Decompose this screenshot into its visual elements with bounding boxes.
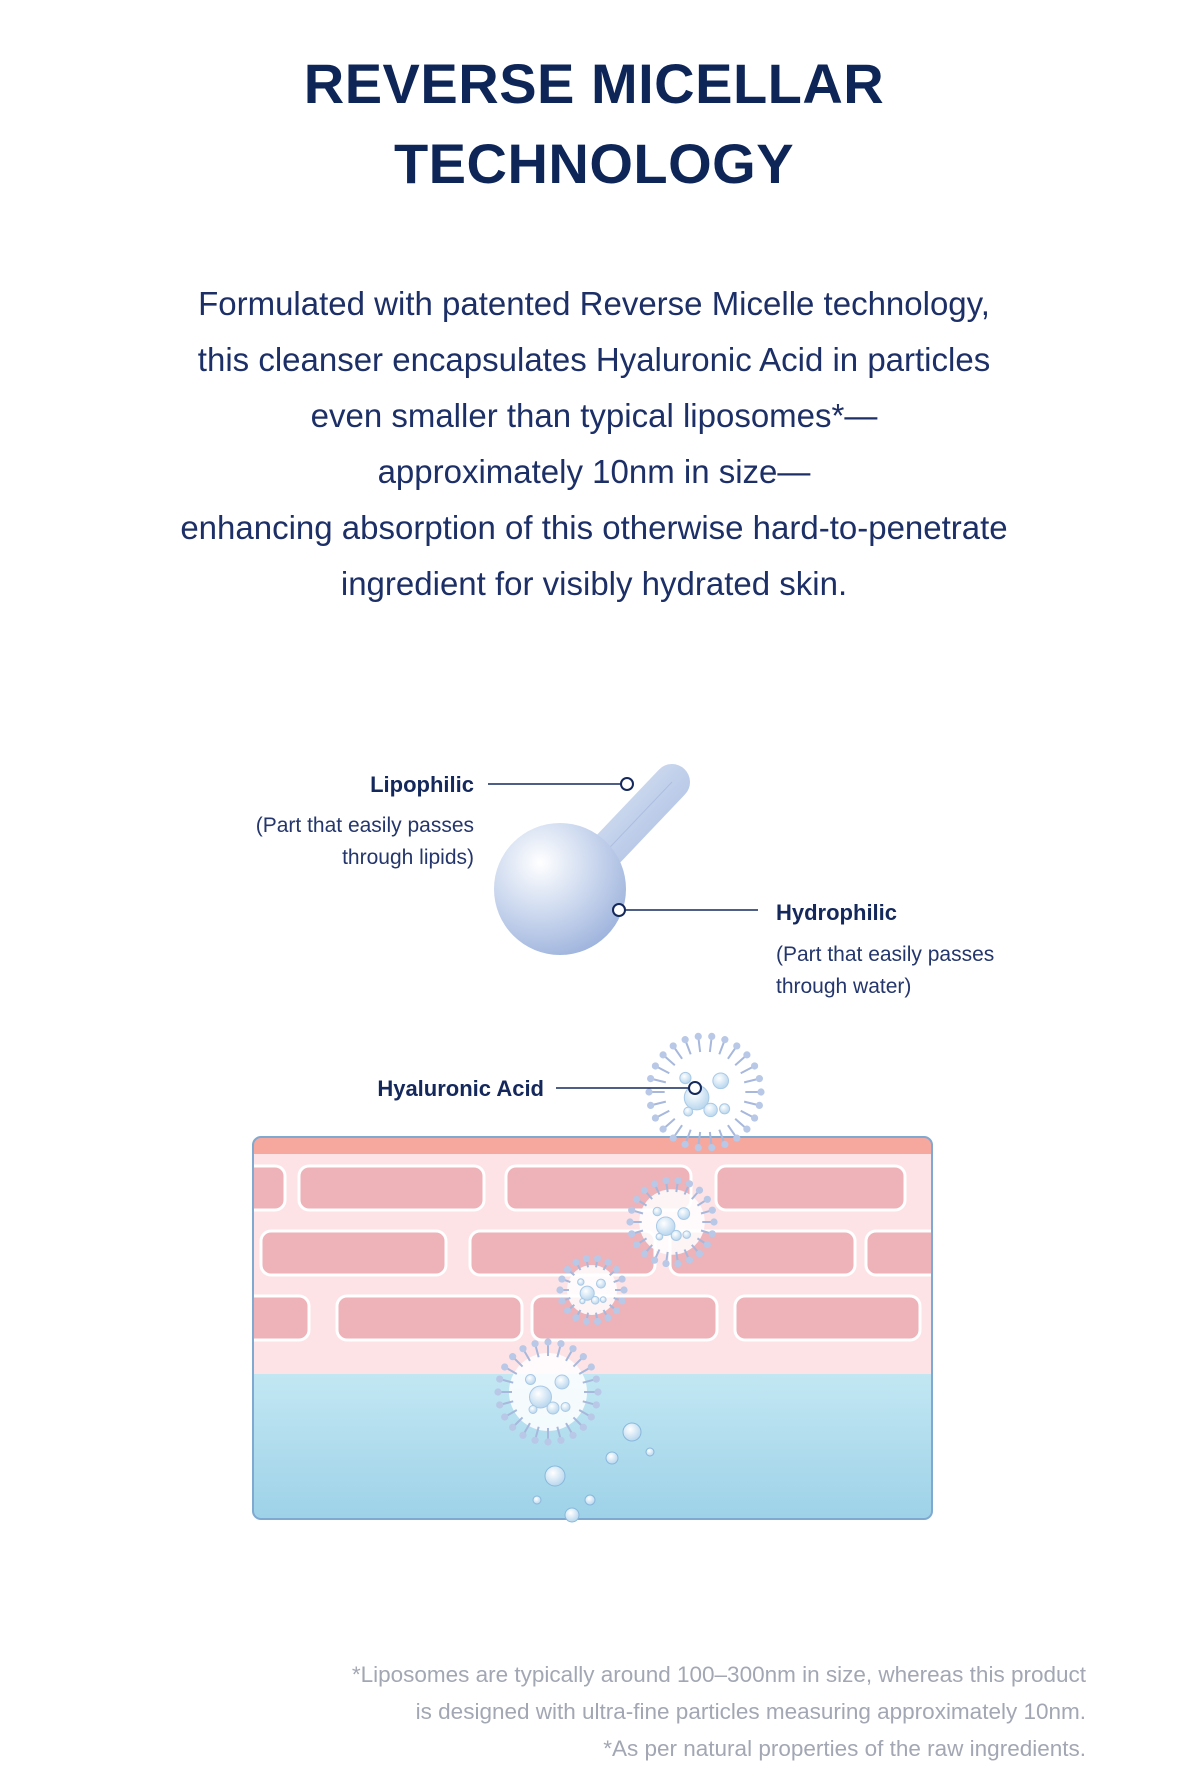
footnote-line: *Liposomes are typically around 100–300n… (351, 1662, 1086, 1687)
released-bubble (544, 1465, 566, 1487)
description-line: Formulated with patented Reverse Micelle… (198, 285, 990, 322)
lipophilic-label: Lipophilic (370, 772, 474, 797)
lipophilic-sub-1: (Part that easily passes (256, 814, 474, 837)
hyaluronic-pointer (556, 1081, 702, 1095)
footnotes: *Liposomes are typically around 100–300n… (86, 1656, 1086, 1767)
released-bubble (605, 1451, 619, 1465)
hydrophilic-sub-1: (Part that easily passes (776, 943, 994, 966)
lipophilic-pointer (488, 777, 634, 791)
released-bubble (564, 1507, 580, 1523)
released-bubble (622, 1422, 642, 1442)
description-line: this cleanser encapsulates Hyaluronic Ac… (197, 341, 991, 378)
description-line: approximately 10nm in size— (377, 453, 811, 490)
footnote-line: is designed with ultra-fine particles me… (415, 1699, 1086, 1724)
micelle-particle (645, 1032, 765, 1152)
title-line-2: TECHNOLOGY (393, 132, 795, 195)
molecule-icon (494, 764, 690, 955)
micelle-particles (494, 1032, 765, 1523)
footnote-line: *As per natural properties of the raw in… (603, 1736, 1086, 1761)
hyaluronic-acid-label: Hyaluronic Acid (377, 1076, 544, 1101)
hydrophilic-sub-2: through water) (776, 975, 911, 998)
title-line-1: REVERSE MICELLAR (303, 52, 885, 115)
description-line: even smaller than typical liposomes*— (310, 397, 878, 434)
released-bubble (532, 1495, 542, 1505)
description-line: ingredient for visibly hydrated skin. (340, 565, 848, 602)
hydrophilic-pointer (612, 903, 758, 917)
description-line: enhancing absorption of this otherwise h… (180, 509, 1008, 546)
micelle-particle (626, 1176, 718, 1268)
lipophilic-sub-2: through lipids) (342, 846, 474, 869)
skin-cross-section (253, 1137, 932, 1519)
micelle-particle (494, 1338, 602, 1446)
micelle-particle (556, 1254, 628, 1326)
released-bubble (645, 1447, 655, 1457)
description: Formulated with patented Reverse Micelle… (0, 276, 1188, 612)
released-bubble (584, 1494, 596, 1506)
page-title: REVERSE MICELLAR TECHNOLOGY (0, 44, 1188, 204)
hydrophilic-label: Hydrophilic (776, 900, 897, 925)
